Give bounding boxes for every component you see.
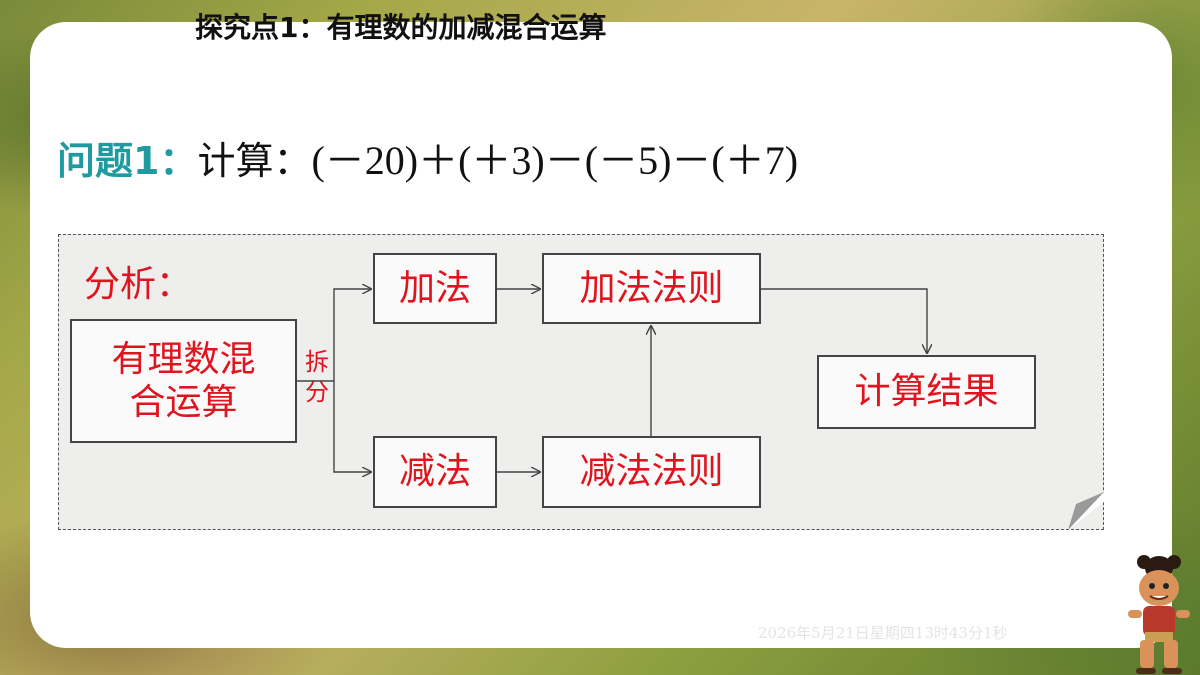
split-label-line1: 拆 bbox=[305, 348, 329, 376]
subtraction-rule-box: 减法法则 bbox=[542, 436, 761, 508]
arrow-to-subtraction bbox=[333, 381, 371, 472]
question-expression: (－20)＋(＋3)－(－5)－(＋7) bbox=[311, 138, 799, 183]
arrow-to-addition bbox=[333, 289, 371, 381]
question-line: 问题1：计算：(－20)＋(＋3)－(－5)－(＋7) bbox=[57, 128, 798, 186]
slide-title: 探究点1：有理数的加减混合运算 bbox=[195, 11, 607, 44]
timestamp: 2026年5月21日星期四13时43分1秒 bbox=[758, 624, 1008, 642]
subtraction-box: 减法 bbox=[373, 436, 497, 508]
question-prefix: 计算： bbox=[197, 139, 312, 183]
split-label-line2: 分 bbox=[305, 378, 329, 406]
addition-rule-box: 加法法则 bbox=[542, 253, 761, 324]
analysis-label: 分析： bbox=[84, 264, 193, 305]
mixed-operation-box: 有理数混 合运算 bbox=[70, 319, 297, 443]
question-label: 问题1： bbox=[57, 139, 198, 183]
cartoon-character-image bbox=[1128, 555, 1190, 674]
arrow-addrule-to-result bbox=[761, 288, 927, 353]
page-fold-corner bbox=[1068, 492, 1104, 530]
split-label: 拆 分 bbox=[299, 347, 335, 407]
mixed-operation-line1: 有理数混 bbox=[111, 338, 256, 380]
addition-box: 加法 bbox=[373, 253, 497, 324]
mixed-operation-line2: 合运算 bbox=[129, 382, 238, 423]
result-box: 计算结果 bbox=[817, 355, 1036, 429]
